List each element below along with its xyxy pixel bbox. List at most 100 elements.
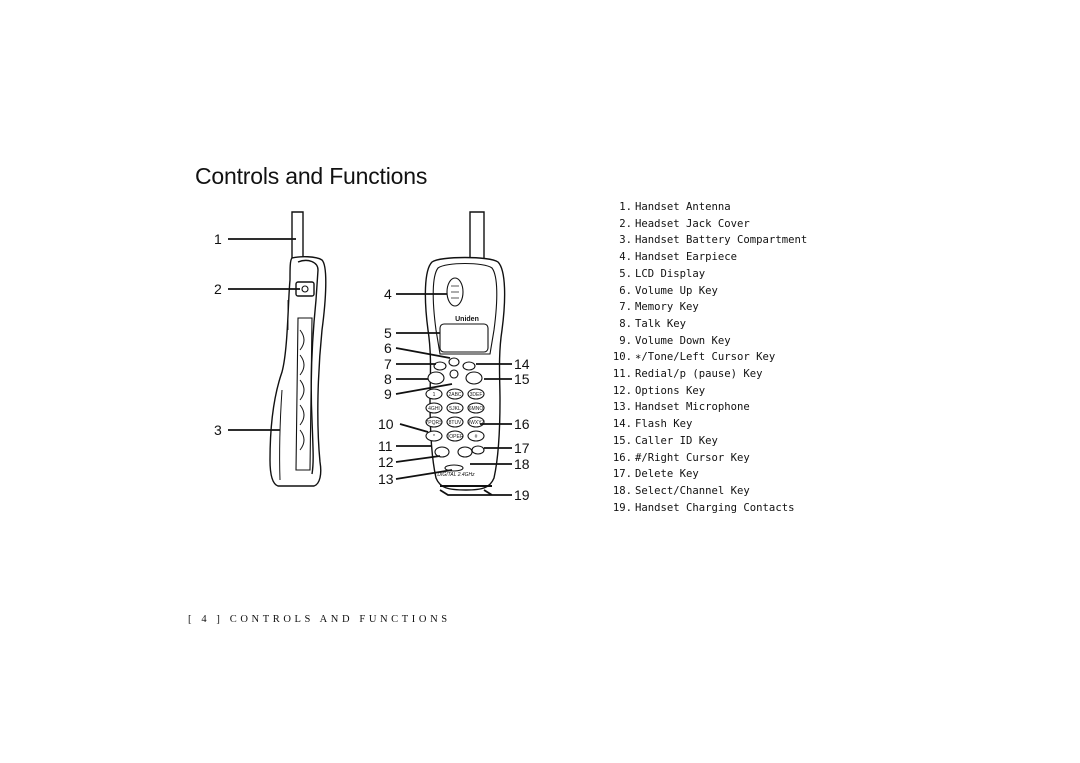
keypad-key xyxy=(425,388,443,400)
keypad-key-label: * xyxy=(433,434,435,440)
brand-logo: Uniden xyxy=(455,316,479,323)
legend-number: 13. xyxy=(612,401,632,414)
legend-text: ∗/Tone/Left Cursor Key xyxy=(635,351,776,364)
legend-item: 11.Redial/p (pause) Key xyxy=(598,366,807,383)
callout-19: 19 xyxy=(514,487,530,503)
select-channel-key xyxy=(457,446,473,458)
keypad-key-label: 6MNO xyxy=(469,406,484,412)
page-number: [ 4 ] xyxy=(188,614,224,625)
legend-item: 12.Options Key xyxy=(598,383,807,400)
legend-item: 16.#/Right Cursor Key xyxy=(598,450,807,467)
keypad-key xyxy=(446,416,464,428)
legend-number: 5. xyxy=(619,267,632,280)
legend-number: 1. xyxy=(619,201,632,213)
keypad-key-label: # xyxy=(475,434,478,440)
keypad-key xyxy=(467,388,485,400)
legend-item: 2.Headset Jack Cover xyxy=(598,216,807,233)
legend-item: 17.Delete Key xyxy=(598,466,807,483)
keypad-key-label: 0OPER xyxy=(447,434,464,440)
legend-number: 15. xyxy=(612,434,632,447)
callout-16: 16 xyxy=(514,416,530,432)
handset-front-view xyxy=(424,211,506,491)
legend-item: 14.Flash Key xyxy=(598,416,807,433)
legend-text: Flash Key xyxy=(635,418,693,431)
leader-lines xyxy=(228,238,512,496)
legend-number: 7. xyxy=(619,301,632,314)
legend-text: #/Right Cursor Key xyxy=(635,451,750,464)
legend-text: LCD Display xyxy=(635,267,706,280)
legend-number: 18. xyxy=(612,484,632,497)
legend-text: Handset Antenna xyxy=(635,201,731,213)
keypad-key xyxy=(425,430,443,442)
function-keys xyxy=(427,357,483,385)
callout-numbers: 1 2 3 4 5 6 7 8 9 10 11 12 13 14 15 16 1… xyxy=(214,231,530,503)
volume-up-key xyxy=(448,357,460,367)
caller-id-key xyxy=(465,371,483,385)
legend-item: 3.Handset Battery Compartment xyxy=(598,232,807,249)
keypad-key xyxy=(446,388,464,400)
callout-1: 1 xyxy=(214,231,222,247)
callout-17: 17 xyxy=(514,440,530,456)
legend-item: 19.Handset Charging Contacts xyxy=(598,500,807,517)
page-footer: [ 4 ] CONTROLS AND FUNCTIONS xyxy=(188,614,451,625)
keypad-key-label: 5JKL xyxy=(449,406,461,412)
keypad-key xyxy=(425,402,443,414)
earpiece xyxy=(446,277,464,307)
options-key xyxy=(434,446,450,458)
keypad-key xyxy=(467,402,485,414)
footer-section: CONTROLS AND FUNCTIONS xyxy=(229,614,451,625)
legend-item: 9.Volume Down Key xyxy=(598,333,807,350)
band-label: DIGITAL 2.4GHz xyxy=(437,472,475,478)
legend-number: 12. xyxy=(612,384,632,397)
legend-text: Memory Key xyxy=(635,301,699,314)
keypad-key-label: 2ABC xyxy=(448,392,461,398)
page-title: Controls and Functions xyxy=(195,163,428,190)
callout-13: 13 xyxy=(378,471,394,487)
legend-text: Headset Jack Cover xyxy=(635,217,750,230)
legend-number: 9. xyxy=(619,334,632,347)
talk-key xyxy=(427,371,445,385)
legend-item: 4.Handset Earpiece xyxy=(598,249,807,266)
legend-number: 8. xyxy=(619,317,632,330)
keypad-key xyxy=(425,416,443,428)
volume-down-key xyxy=(449,369,459,379)
callout-2: 2 xyxy=(214,281,222,297)
legend-number: 3. xyxy=(619,234,632,247)
legend-text: Handset Microphone xyxy=(635,401,750,414)
keypad-key-label: 7PQRS xyxy=(426,420,444,426)
callout-18: 18 xyxy=(514,456,530,472)
legend-item: 8.Talk Key xyxy=(598,316,807,333)
callout-15: 15 xyxy=(514,371,530,387)
callout-5: 5 xyxy=(384,325,392,341)
callout-14: 14 xyxy=(514,356,530,372)
keypad-key-label: 3DEF xyxy=(470,392,483,398)
legend-number: 10. xyxy=(612,351,632,364)
callout-4: 4 xyxy=(384,286,392,302)
keypad-key xyxy=(446,430,464,442)
legend-item: 5.LCD Display xyxy=(598,266,807,283)
legend-text: Caller ID Key xyxy=(635,434,718,447)
legend-text: Select/Channel Key xyxy=(635,484,750,497)
legend-text: Volume Down Key xyxy=(635,334,731,347)
legend-number: 11. xyxy=(612,368,632,381)
legend-text: Talk Key xyxy=(635,317,687,330)
legend-item: 13.Handset Microphone xyxy=(598,399,807,416)
delete-key xyxy=(471,445,485,455)
callout-7: 7 xyxy=(384,356,392,372)
callout-6: 6 xyxy=(384,340,392,356)
keypad-key-label: 8TUV xyxy=(449,420,462,426)
callout-9: 9 xyxy=(384,386,392,402)
legend-number: 16. xyxy=(612,451,632,464)
legend-item: 6.Volume Up Key xyxy=(598,283,807,300)
legend-number: 14. xyxy=(612,418,632,431)
legend-text: Handset Earpiece xyxy=(635,251,738,264)
handset-side-view xyxy=(269,211,327,487)
bottom-keys xyxy=(434,445,485,472)
legend-item: 7.Memory Key xyxy=(598,299,807,316)
callout-11: 11 xyxy=(378,438,393,454)
flash-key xyxy=(462,361,476,371)
callout-10: 10 xyxy=(378,416,394,432)
